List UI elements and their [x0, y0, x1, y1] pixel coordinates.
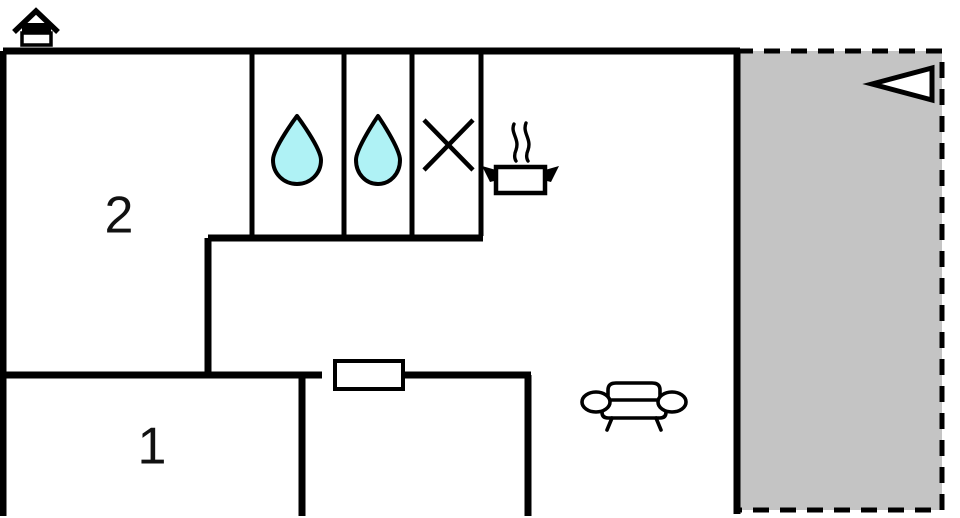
pot-steam-2: [523, 121, 531, 163]
sofa-backrest: [606, 381, 662, 402]
bathroom-block-dividers: [249, 53, 484, 236]
room-number-2: 2: [105, 187, 134, 245]
sofa-arm-right: [656, 390, 688, 414]
water-drop-shape-2: [354, 114, 402, 186]
terrace-area: [737, 48, 945, 513]
house-icon: [12, 7, 60, 47]
outer-walls: [0, 47, 741, 516]
door-leaf-rect: [333, 359, 405, 391]
water-drop-shape-1: [271, 114, 323, 186]
terrace-fill: [737, 51, 942, 510]
sofa-arm-left: [580, 390, 612, 414]
cross-icon: [422, 118, 475, 172]
view-direction-arrow-triangle: [862, 64, 935, 104]
water-drop-icon-2: [354, 114, 402, 186]
sofa-leg-left: [605, 416, 614, 432]
room-number-1: 1: [138, 418, 167, 476]
house-door: [20, 31, 53, 47]
sofa-icon: [580, 381, 688, 432]
interior-walls: [3, 234, 532, 516]
pot-steam-1: [511, 122, 519, 163]
view-direction-arrow-icon: [862, 64, 935, 104]
cooking-pot-icon: [482, 121, 559, 196]
water-drop-icon-1: [271, 114, 323, 186]
pot-body-rect: [493, 164, 548, 196]
terrace-dashed-border: [737, 48, 945, 513]
sofa-leg-right: [654, 416, 663, 432]
cross-line-2: [422, 118, 475, 172]
door-icon: [333, 359, 405, 391]
